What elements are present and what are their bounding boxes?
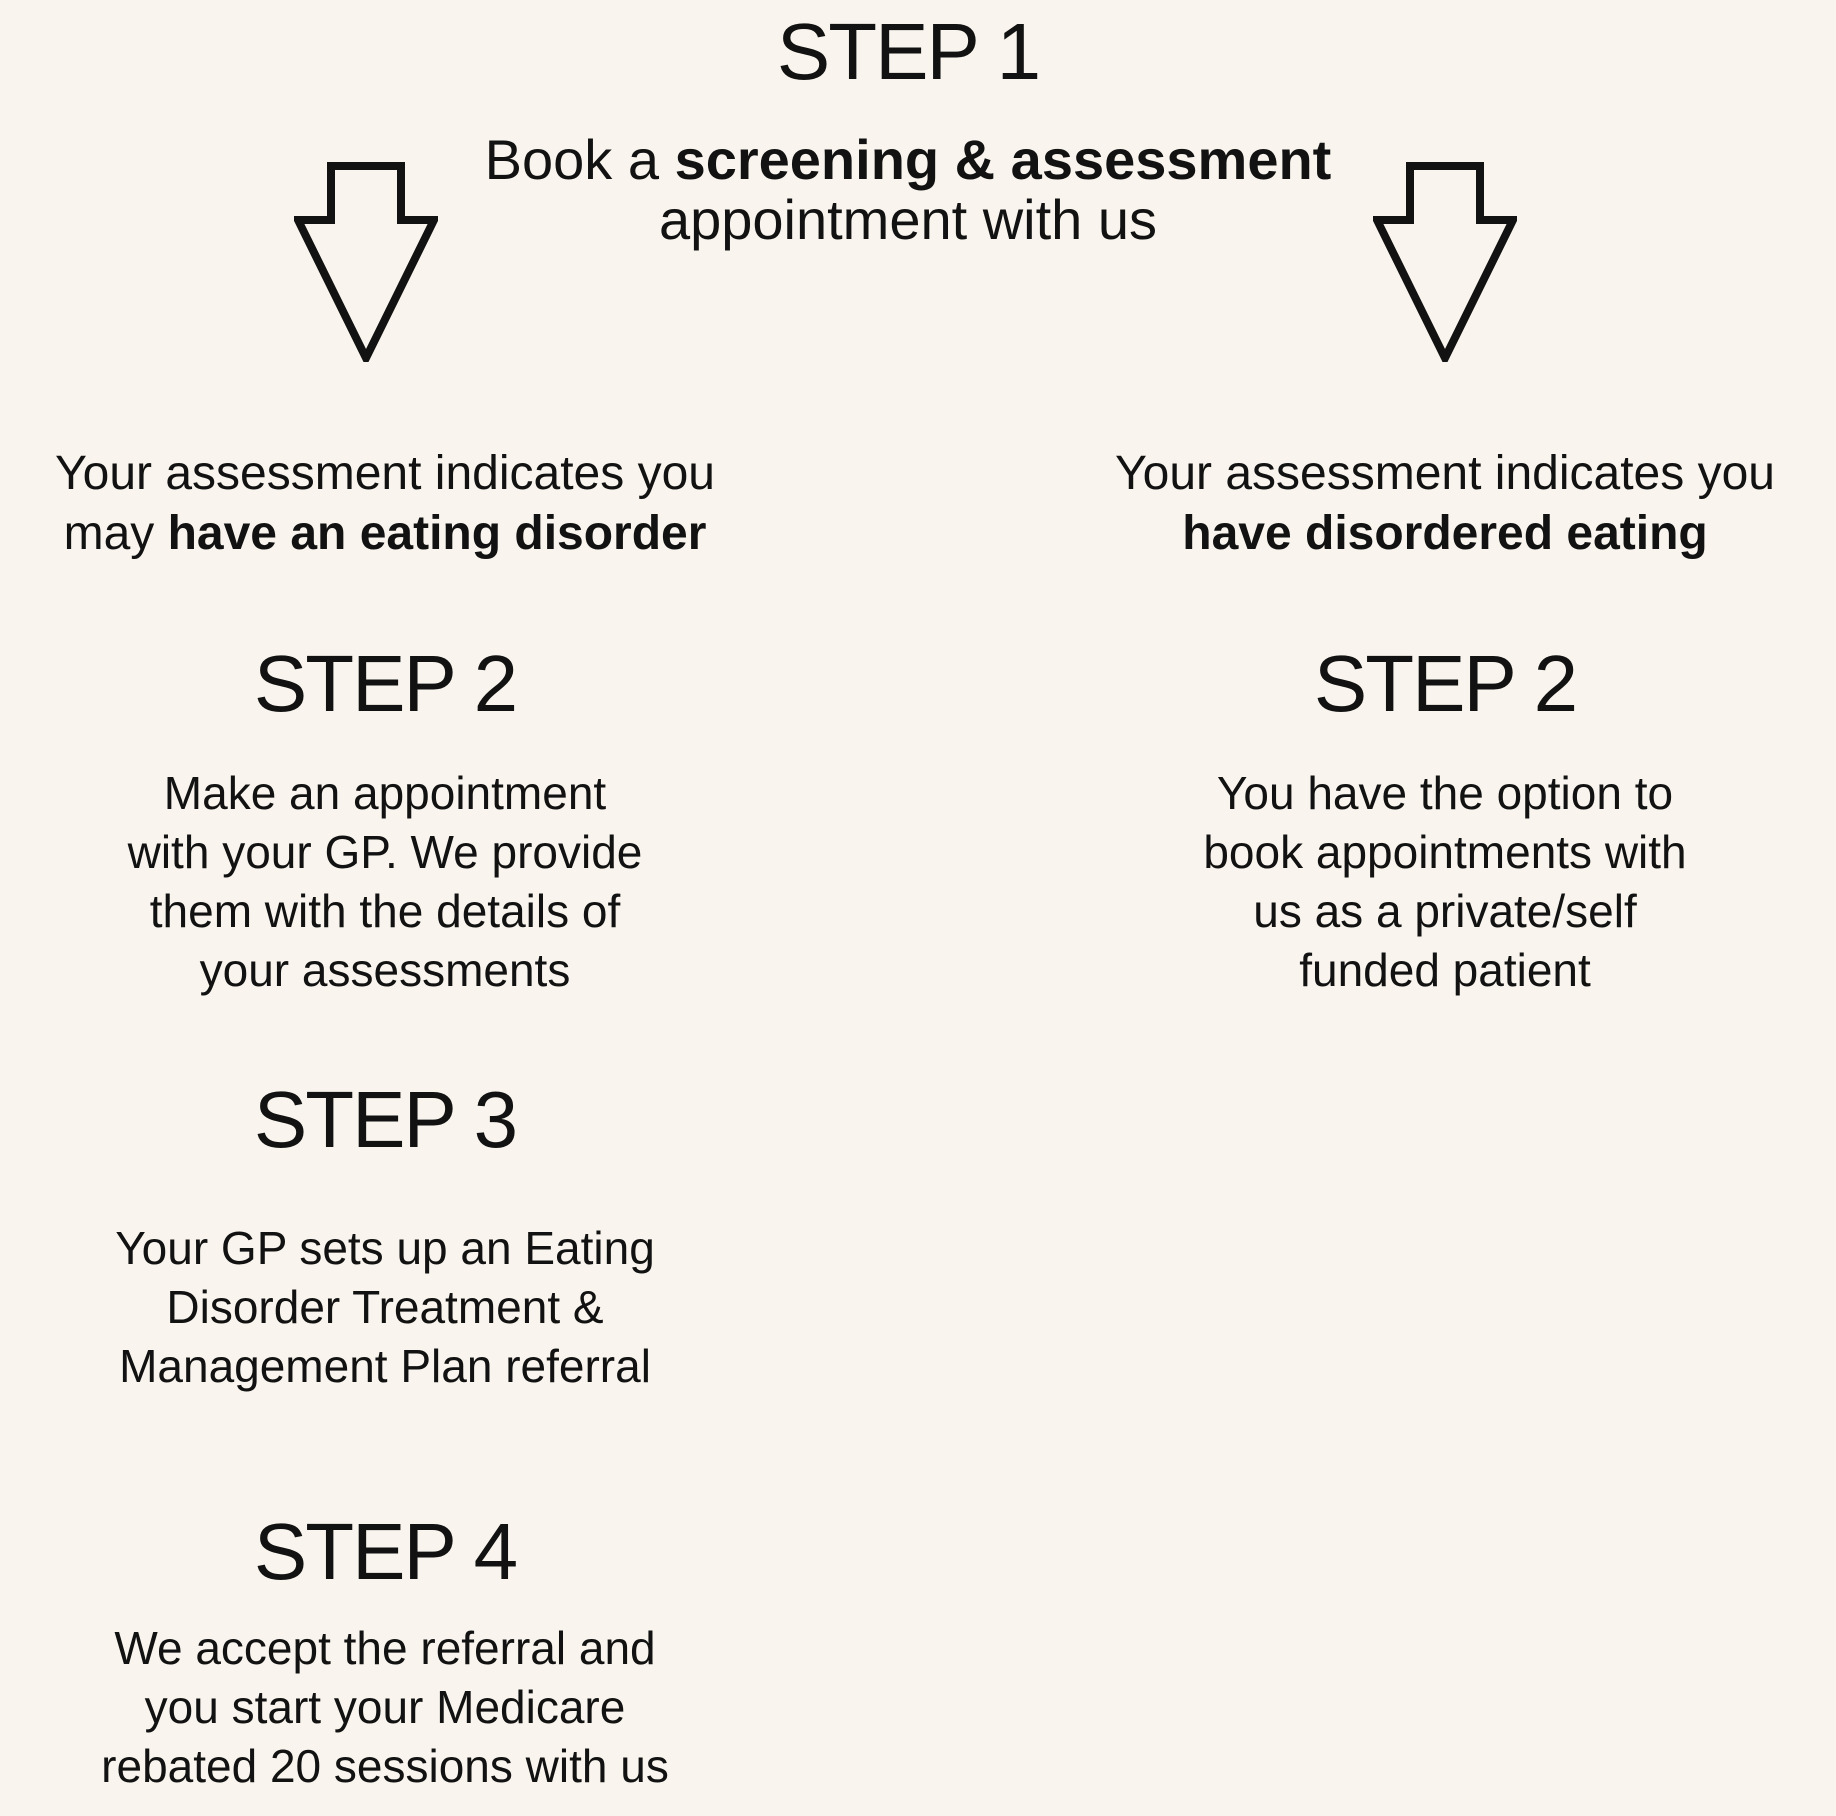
step1-title: STEP 1 [776,7,1041,96]
left-step2-title: STEP 2 [253,639,518,728]
right-assessment-line-1: Your assessment indicates you [1115,447,1775,500]
left-step4-body: We accept the referral and you start you… [35,1619,735,1796]
left-assessment-result: Your assessment indicates you may have a… [35,444,735,564]
left-assessment-line-2: may have an eating disorder [35,504,735,564]
subtitle-line-1-regular: Book a [484,128,675,191]
left-step2-body: Make an appointment with your GP. We pro… [35,764,735,1000]
text-line: with your GP. We provide [127,826,643,878]
text-line: We accept the referral and [114,1622,656,1674]
step1-subtitle: Book a screening & assessment appointmen… [0,130,1816,250]
right-assessment-result: Your assessment indicates you have disor… [1095,444,1795,564]
right-step2-title: STEP 2 [1313,639,1578,728]
text-line: Management Plan referral [119,1340,651,1392]
left-assessment-line-2-bold: have an eating disorder [167,507,707,560]
text-line: Your GP sets up an Eating [115,1222,655,1274]
text-line: book appointments with [1203,826,1687,878]
text-line: Make an appointment [163,767,607,819]
subtitle-line-1: Book a screening & assessment [0,130,1816,190]
text-line: you start your Medicare [144,1681,626,1733]
text-line: them with the details of [149,885,621,937]
right-step2-body: You have the option to book appointments… [1095,764,1795,1000]
subtitle-line-1-bold: screening & assessment [674,128,1332,191]
left-step3-body: Your GP sets up an Eating Disorder Treat… [35,1219,735,1396]
down-arrow-icon [1373,162,1517,362]
left-assessment-line-2-regular: may [63,507,168,560]
text-line: Disorder Treatment & [166,1281,604,1333]
disordered-eating-branch: Your assessment indicates you have disor… [1095,0,1795,1816]
subtitle-line-2: appointment with us [658,188,1158,251]
left-assessment-line-1: Your assessment indicates you [55,447,715,500]
text-line: funded patient [1299,944,1591,996]
down-arrow-icon [294,162,438,362]
text-line: us as a private/self [1253,885,1637,937]
text-line: You have the option to [1216,767,1674,819]
eating-disorder-branch: Your assessment indicates you may have a… [35,0,735,1816]
right-assessment-line-2-bold: have disordered eating [1182,507,1708,560]
right-assessment-line-2: have disordered eating [1095,504,1795,564]
left-step3-title: STEP 3 [253,1075,518,1164]
text-line: rebated 20 sessions with us [101,1740,669,1792]
left-step4-title: STEP 4 [253,1507,518,1596]
text-line: your assessments [199,944,571,996]
